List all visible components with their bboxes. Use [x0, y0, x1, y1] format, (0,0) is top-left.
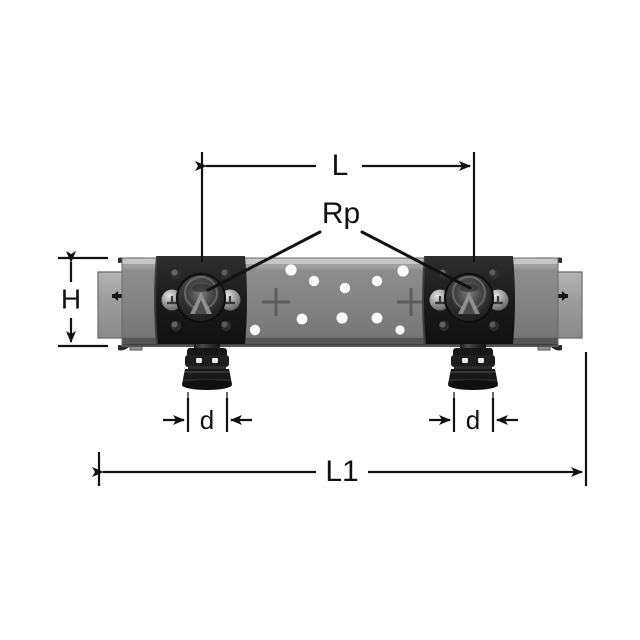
dimension-H-label: H [61, 283, 81, 314]
dimension-d-left: d [163, 398, 252, 435]
callout-Rp-label: Rp [322, 197, 360, 230]
dimension-L: L [195, 149, 476, 262]
callout-Rp-leader-left [206, 230, 322, 292]
dimension-L-label: L [332, 149, 349, 182]
dimension-H: H [58, 251, 108, 348]
outlet-fitting-left [153, 254, 249, 346]
manifold-part-illustration [97, 254, 583, 432]
crosshair-mark-left [262, 288, 290, 316]
callout-Rp: Rp [206, 197, 472, 292]
callout-Rp-leader-right [360, 230, 472, 290]
spigot-centre-lines [187, 392, 494, 432]
dimension-d-left-label: d [200, 405, 214, 435]
dimension-d-right: d [429, 398, 518, 435]
dimension-L1-label: L1 [325, 455, 358, 488]
dimension-d-right-label: d [466, 405, 480, 435]
crosshair-mark-right [397, 288, 425, 316]
dimension-L1: L1 [92, 352, 588, 488]
